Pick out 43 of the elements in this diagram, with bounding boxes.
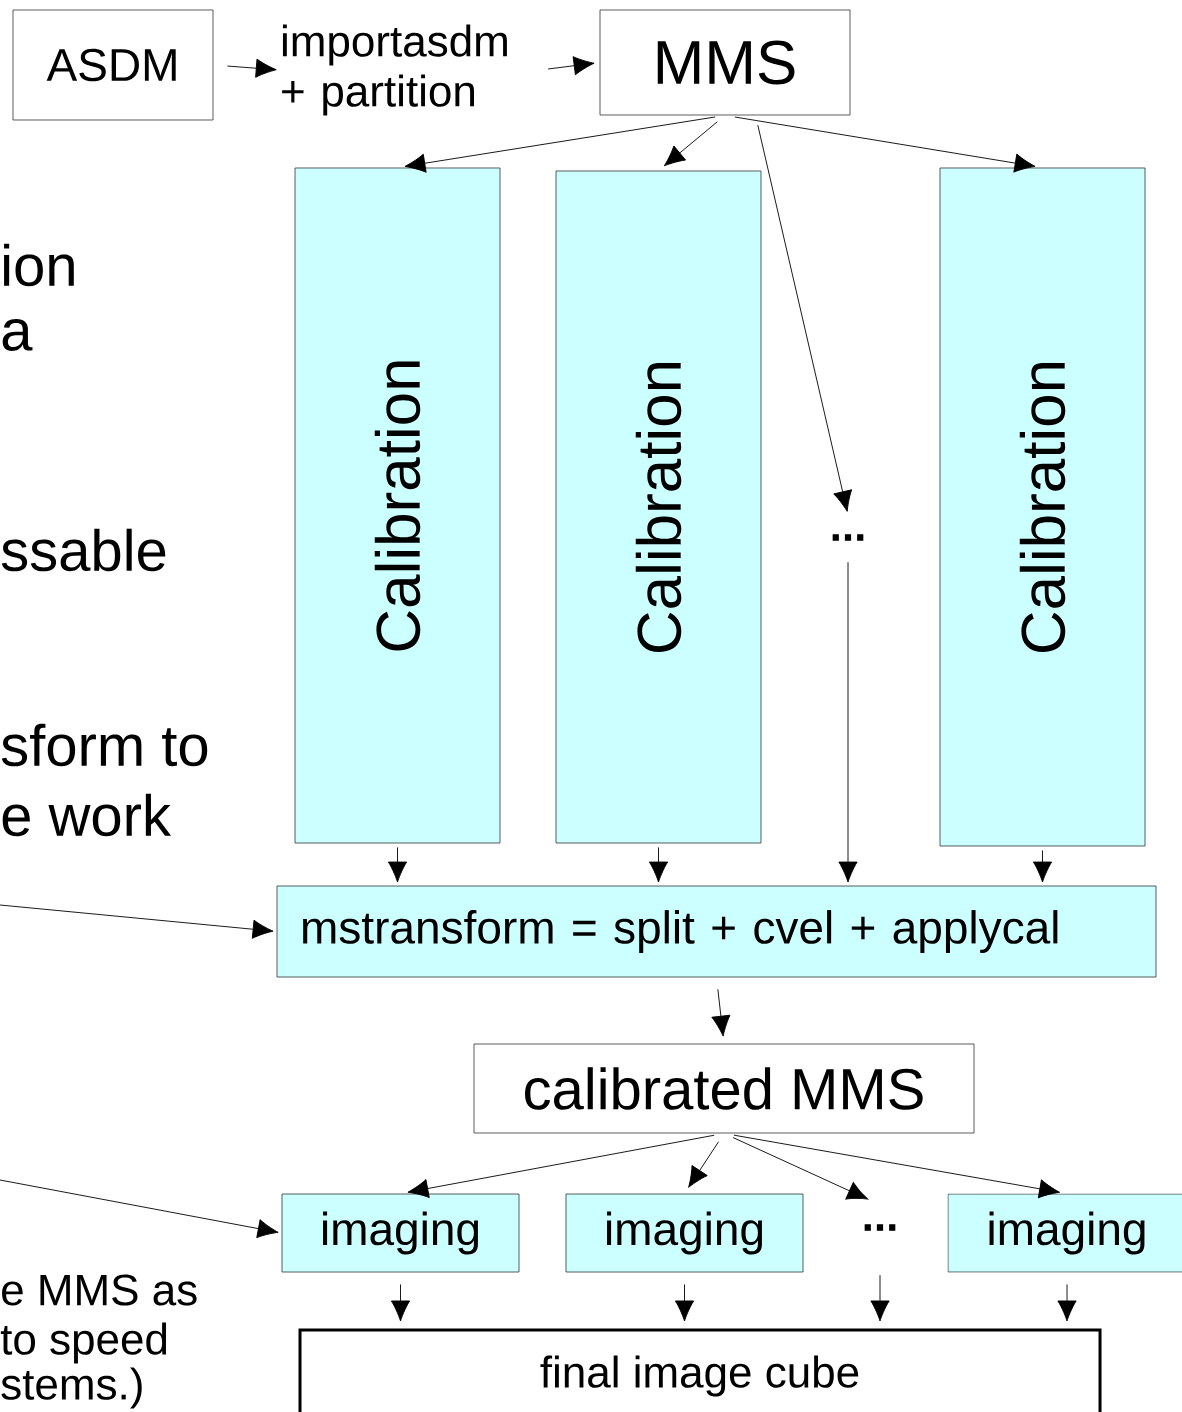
process-box: imaging — [565, 1193, 804, 1273]
process-box: calibrated MMS — [473, 1043, 975, 1134]
arrow — [757, 124, 853, 512]
arrow — [870, 1274, 890, 1322]
arrow — [226, 58, 277, 78]
output-box: final image cube — [298, 1328, 1102, 1412]
arrow — [1057, 1283, 1077, 1322]
arrow — [733, 1134, 1061, 1199]
arrow — [732, 1137, 869, 1200]
arrow — [387, 846, 408, 883]
note-text: e work — [2, 793, 172, 837]
note-text: ion — [4, 243, 74, 287]
arrow — [547, 56, 595, 76]
note-text: e MMS as — [2, 1274, 197, 1306]
process-box: ASDM — [12, 9, 214, 121]
arrow — [711, 988, 731, 1037]
note-text: a — [2, 319, 33, 351]
step-label: importasdm + partition — [282, 24, 507, 116]
process-column: Calibration — [555, 170, 762, 844]
arrow — [838, 561, 858, 883]
arrow — [734, 116, 1036, 173]
arrow — [663, 121, 718, 167]
arrow — [648, 846, 669, 883]
arrow — [0, 904, 274, 939]
process-box: imaging — [281, 1193, 520, 1273]
ellipsis: ... — [864, 1224, 896, 1231]
process-column: Calibration — [939, 167, 1146, 847]
arrow — [1032, 849, 1053, 883]
process-box: imaging — [947, 1193, 1182, 1273]
note-text: sform to — [1, 723, 208, 767]
note-text: to speed — [0, 1322, 167, 1364]
arrow — [688, 1141, 719, 1188]
note-text: ssable — [1, 528, 166, 572]
arrow — [407, 1134, 715, 1198]
process-box: MMS — [599, 9, 851, 116]
arrow — [404, 116, 716, 173]
ellipsis: ... — [832, 534, 864, 541]
arrow — [674, 1283, 695, 1322]
process-column: Calibration — [294, 167, 501, 844]
arrow — [390, 1283, 411, 1322]
note-text: stems.) — [1, 1367, 142, 1409]
process-box: mstransform = split + cvel + applycal — [276, 885, 1157, 978]
arrow — [0, 1179, 279, 1239]
